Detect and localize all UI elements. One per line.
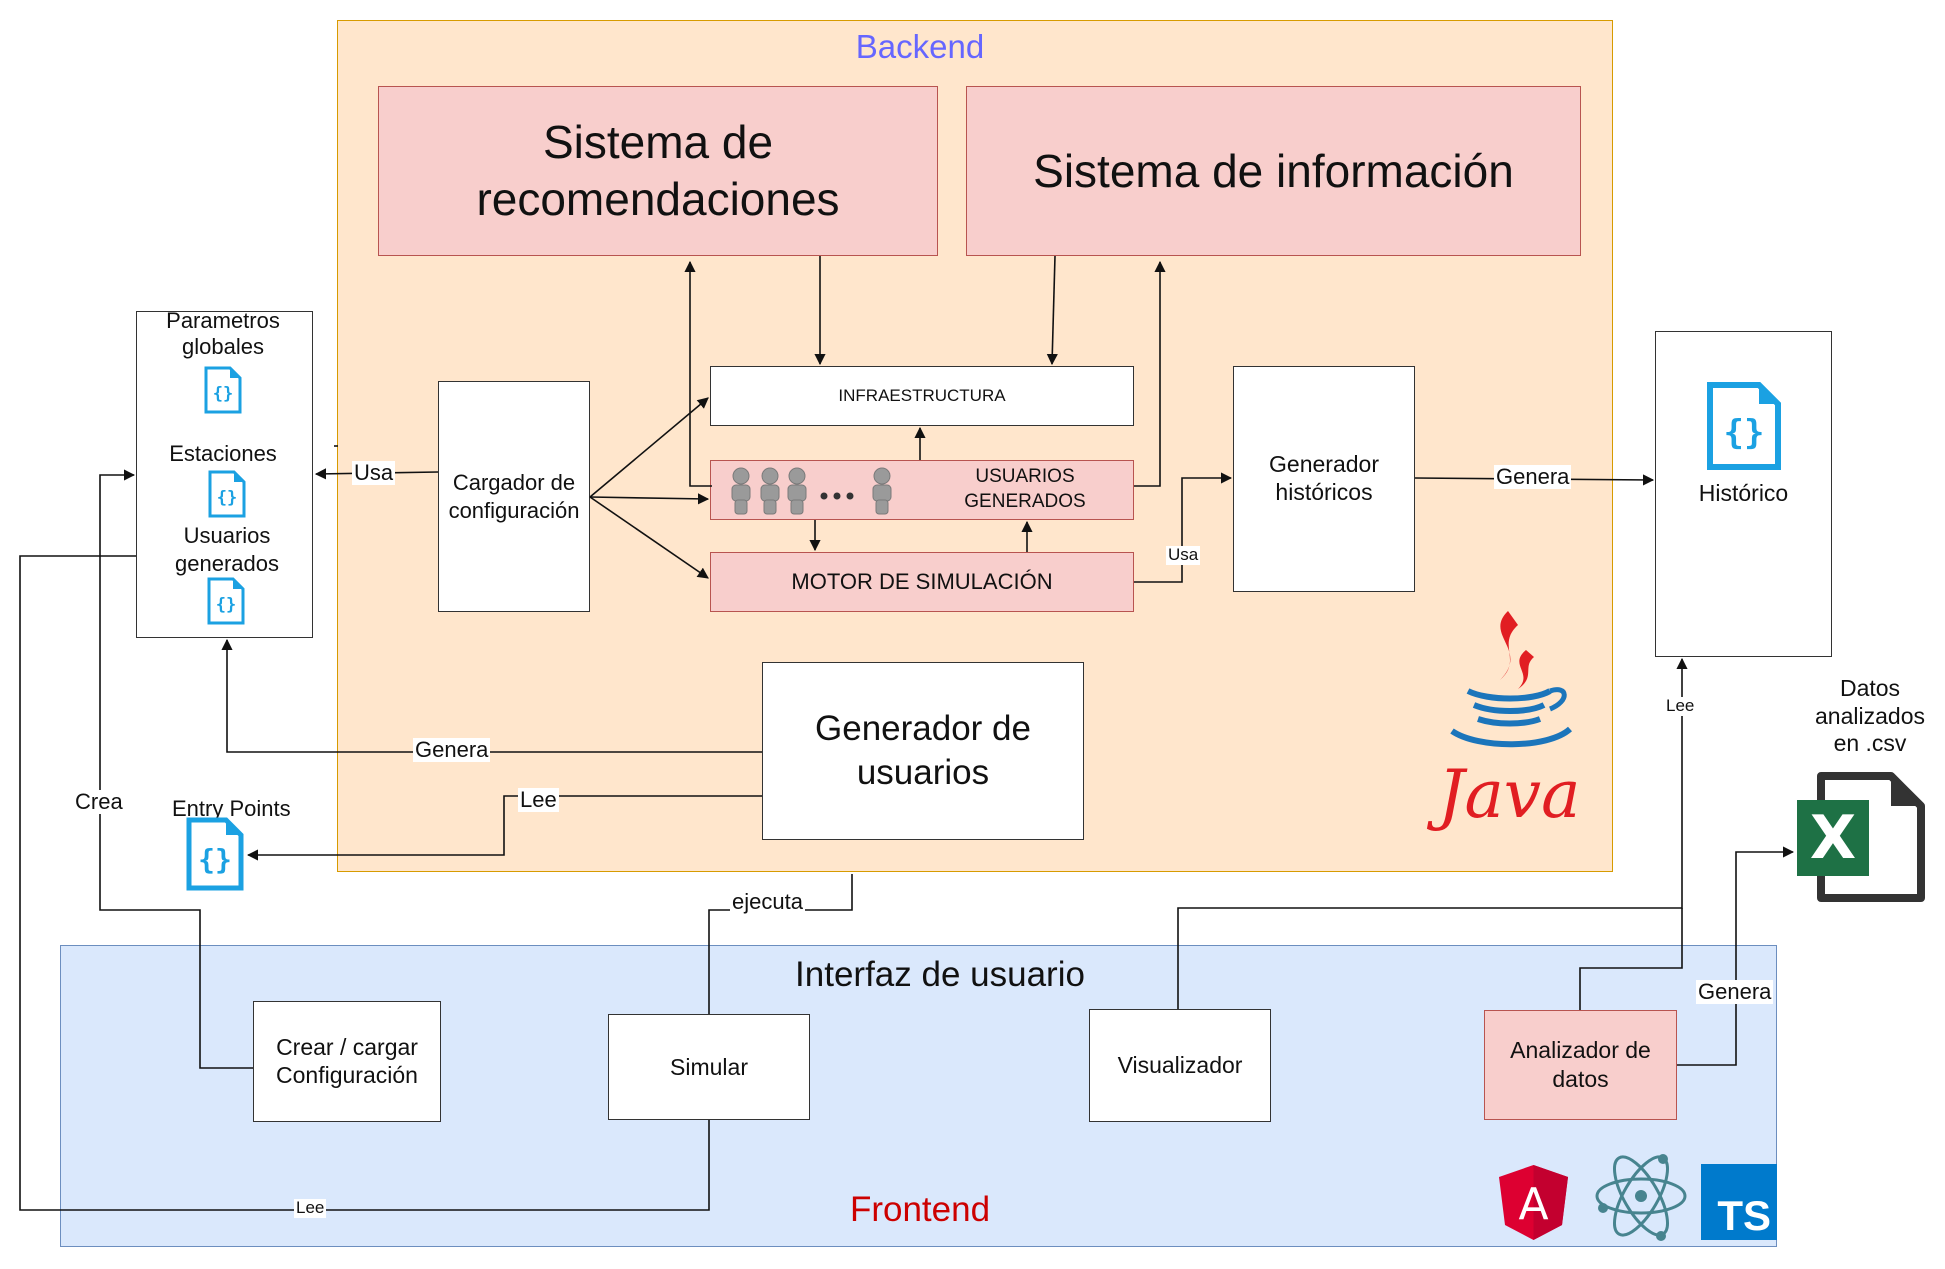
generador-historicos-label: Generador históricos xyxy=(1269,451,1379,505)
svg-text:{}: {} xyxy=(216,595,236,615)
users-group-icon xyxy=(731,467,892,515)
edge-label-lee-bottom: Lee xyxy=(294,1198,327,1218)
angular-icon: A xyxy=(1497,1163,1570,1241)
entry-points-label: Entry Points xyxy=(172,796,291,821)
analizador-datos-button[interactable]: Analizador de datos xyxy=(1484,1010,1677,1120)
generador-historicos-box: Generador históricos xyxy=(1233,366,1415,592)
angular-badge-text: A xyxy=(1518,1179,1548,1230)
usuarios-generados-label: USUARIOS GENERADOS xyxy=(964,466,1086,512)
sistema-informacion-label: Sistema de información xyxy=(1033,145,1514,197)
usuarios-generados-box: USUARIOS GENERADOS xyxy=(710,460,1134,520)
backend-title: Backend xyxy=(855,28,985,65)
svg-text:{}: {} xyxy=(217,488,237,508)
motor-simulacion-box: MOTOR DE SIMULACIÓN xyxy=(710,552,1134,612)
edge-label-genera-csv: Genera xyxy=(1696,979,1774,1005)
generador-usuarios-label: Generador de usuarios xyxy=(815,709,1031,792)
excel-badge-text: X xyxy=(1810,803,1856,873)
edge-label-lee-entry: Lee xyxy=(518,787,559,813)
infraestructura-box: INFRAESTRUCTURA xyxy=(710,366,1134,426)
estaciones-label: Estaciones xyxy=(169,441,277,466)
sistema-recomendaciones-box: Sistema de recomendaciones xyxy=(378,86,938,256)
edge-label-genera-historico: Genera xyxy=(1494,464,1572,490)
historico-label: Histórico xyxy=(1698,480,1789,506)
electron-icon xyxy=(1593,1146,1689,1246)
edge-label-lee-historico: Lee xyxy=(1664,696,1697,716)
usuarios-generados-file-label: Usuarios generados xyxy=(175,523,279,576)
parametros-json-icon: {} xyxy=(203,365,243,415)
estaciones-json-icon: {} xyxy=(207,469,247,519)
crear-configuracion-label: Crear / cargar Configuración xyxy=(276,1033,418,1088)
svg-text:{}: {} xyxy=(1724,413,1765,453)
typescript-badge-text: TS xyxy=(1717,1192,1771,1239)
generador-usuarios-box: Generador de usuarios xyxy=(762,662,1084,840)
visualizador-button[interactable]: Visualizador xyxy=(1089,1009,1271,1122)
visualizador-label: Visualizador xyxy=(1117,1052,1243,1078)
analizador-datos-label: Analizador de datos xyxy=(1510,1037,1651,1092)
svg-text:{}: {} xyxy=(198,843,232,876)
java-wordmark: Java xyxy=(1438,756,1581,833)
crear-configuracion-button[interactable]: Crear / cargar Configuración xyxy=(253,1001,441,1122)
cargador-configuracion-box: Cargador de configuración xyxy=(438,381,590,612)
cargador-configuracion-label: Cargador de configuración xyxy=(448,470,580,523)
historico-json-icon: {} xyxy=(1705,380,1783,472)
sistema-informacion-box: Sistema de información xyxy=(966,86,1581,256)
edge-label-crea: Crea xyxy=(73,789,125,815)
parametros-globales-label: Parametros globales xyxy=(166,308,280,360)
sistema-recomendaciones-label: Sistema de recomendaciones xyxy=(476,115,840,226)
simular-button[interactable]: Simular xyxy=(608,1014,810,1120)
frontend-title: Interfaz de usuario xyxy=(795,955,1085,994)
java-logo: Java xyxy=(1438,605,1581,865)
usuarios-json-icon: {} xyxy=(206,576,246,626)
edge-label-usa-cargador: Usa xyxy=(352,460,396,486)
entry-points-json-icon: {} xyxy=(184,815,246,893)
edge-label-ejecuta: ejecuta xyxy=(730,889,805,915)
infraestructura-label: INFRAESTRUCTURA xyxy=(838,386,1006,405)
svg-text:{}: {} xyxy=(213,384,233,404)
java-cup-icon xyxy=(1450,611,1573,748)
datos-csv-label: Datos analizados en .csv xyxy=(1815,675,1925,757)
motor-simulacion-label: MOTOR DE SIMULACIÓN xyxy=(791,569,1053,594)
simular-label: Simular xyxy=(670,1053,748,1080)
edge-label-genera-usuarios: Genera xyxy=(413,737,491,763)
edge-label-usa-motor: Usa xyxy=(1166,545,1201,565)
typescript-icon: TS xyxy=(1701,1164,1777,1240)
frontend-subtitle: Frontend xyxy=(849,1190,991,1229)
excel-file-icon: X xyxy=(1793,770,1929,905)
